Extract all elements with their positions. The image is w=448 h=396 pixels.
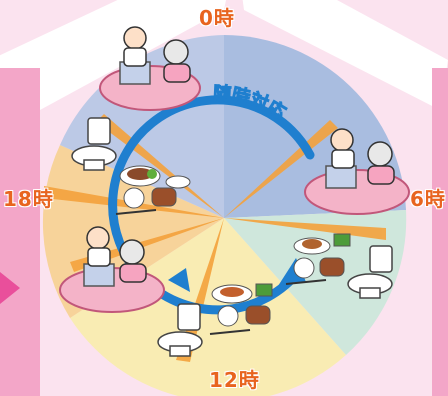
hour-label-6: 6時 [410, 187, 446, 211]
hour-label-18: 18時 [3, 187, 54, 211]
sector-morning [224, 210, 407, 355]
hour-label-0: 0時 [199, 6, 235, 30]
meal-tray-icon [115, 165, 191, 215]
hour-label-12: 12時 [209, 368, 260, 392]
caregiver-with-elderly-bed-icon [59, 226, 165, 313]
toilet-icon [71, 117, 117, 171]
caregiver-with-elderly-bed-icon [304, 128, 410, 215]
caregiver-with-elderly-bed-icon [99, 26, 201, 111]
meal-tray-icon [285, 233, 351, 285]
meal-tray-icon [209, 283, 273, 335]
toilet-icon [157, 303, 203, 357]
toilet-icon [347, 245, 393, 299]
